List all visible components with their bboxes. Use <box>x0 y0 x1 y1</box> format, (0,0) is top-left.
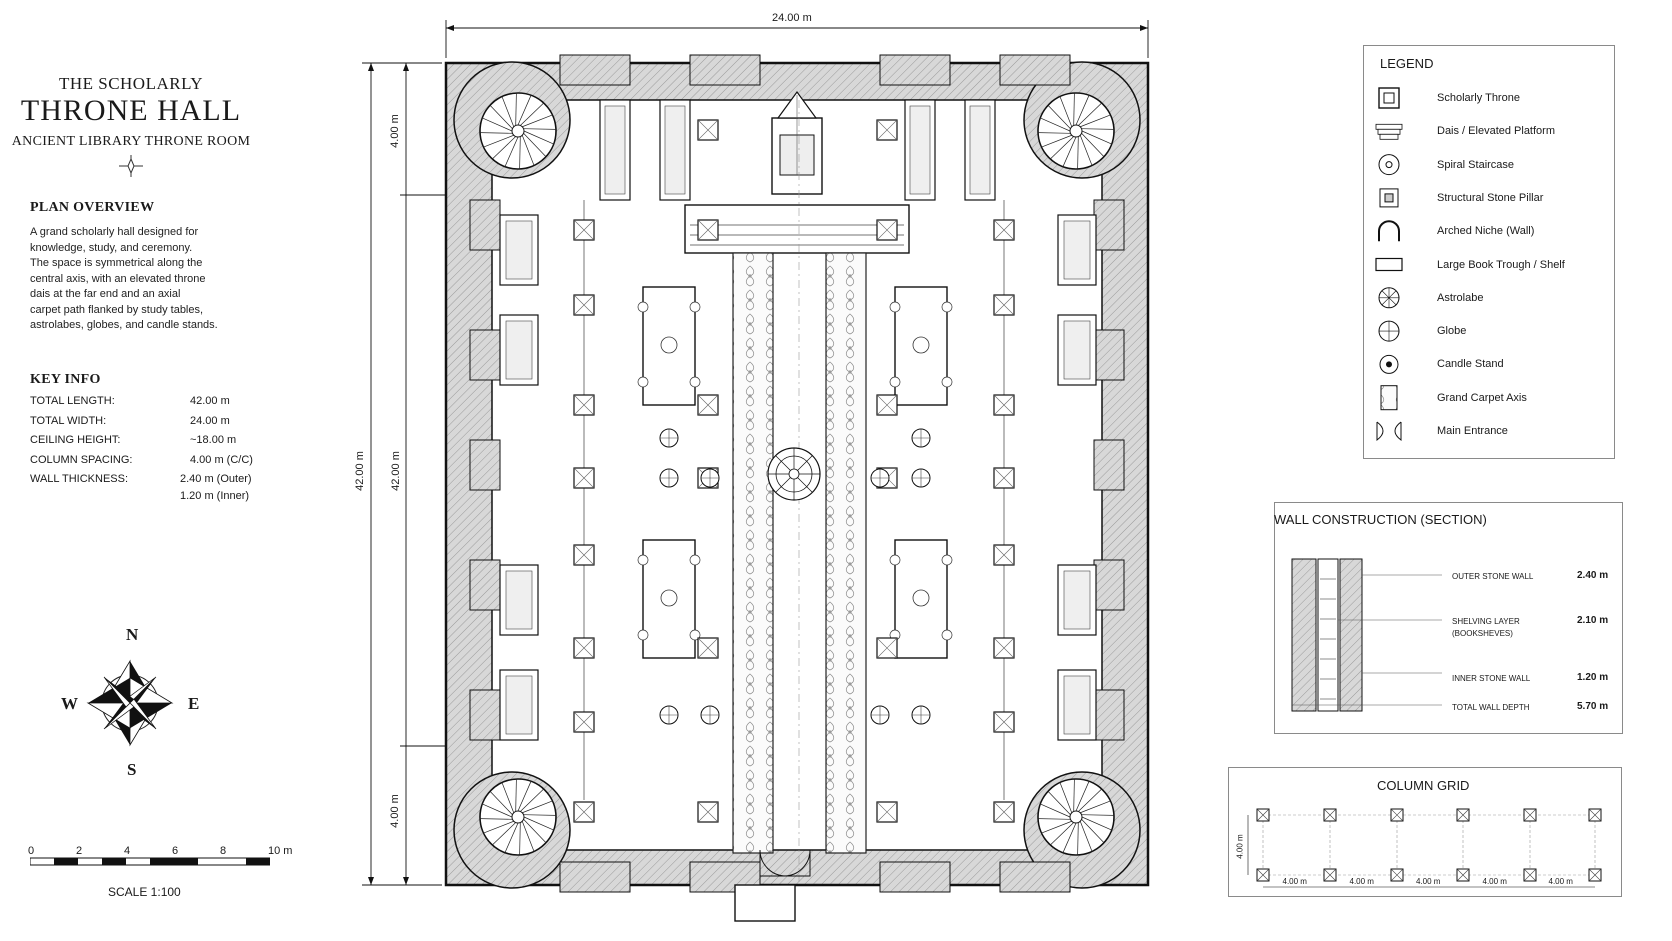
page-title: THRONE HALL <box>20 94 242 127</box>
wall-section-value: 1.20 m <box>1577 672 1609 683</box>
arched-niche-icon <box>1378 220 1400 242</box>
overview-line: central axis, with an elevated throne <box>30 272 206 285</box>
legend-item: Globe <box>1437 325 1467 338</box>
key-info-label: TOTAL WIDTH: <box>30 414 107 427</box>
legend-item: Arched Niche (Wall) <box>1437 225 1535 238</box>
subtitle: ANCIENT LIBRARY THRONE ROOM <box>11 134 251 149</box>
overview-line: knowledge, study, and ceremony. <box>30 241 193 254</box>
compass-north: N <box>126 625 139 644</box>
throne-icon <box>1378 87 1400 109</box>
overview-line: A grand scholarly hall designed for <box>30 226 199 238</box>
legend-item: Candle Stand <box>1437 358 1504 371</box>
overview-heading: PLAN OVERVIEW <box>30 200 155 215</box>
key-info-heading: KEY INFO <box>30 372 101 387</box>
dais-icon <box>1375 123 1403 140</box>
main-entrance <box>734 849 811 922</box>
book-shelf-icon <box>1375 257 1403 272</box>
wall-section-label: OUTER STONE WALL <box>1452 572 1534 581</box>
compass-rose-icon <box>86 659 174 747</box>
plan-width-dim: 24.00 m <box>772 12 812 24</box>
compass-south: S <box>127 760 137 779</box>
globe-icon <box>1378 320 1400 342</box>
legend-item: Spiral Staircase <box>1437 158 1515 171</box>
bottom-bay-dim: 4.00 m <box>388 794 401 828</box>
scale-bar <box>30 857 270 866</box>
plan-length-inner-dim: 42.00 m <box>389 451 402 491</box>
column-grid-title: COLUMN GRID <box>1377 778 1470 793</box>
key-info-value: 42.00 m <box>190 395 230 407</box>
key-info-value: 4.00 m (C/C) <box>190 453 253 466</box>
overview-line: carpet path flanked by study tables, <box>30 303 204 316</box>
scholarly-throne <box>771 90 823 195</box>
wall-section-value: 2.10 m <box>1577 615 1609 626</box>
key-info-value: 2.40 m (Outer) <box>180 473 252 485</box>
key-info-value: 1.20 m (Inner) <box>180 489 250 502</box>
key-info-label: TOTAL LENGTH: <box>30 395 115 407</box>
central-astrolabe <box>767 447 821 501</box>
legend-item: Scholarly Throne <box>1437 92 1520 104</box>
legend-item: Large Book Trough / Shelf <box>1437 258 1565 271</box>
overview-line: dais at the far end and an axial <box>30 288 181 300</box>
column-grid-vertical-dim: 4.00 m <box>1235 834 1245 859</box>
overview-line: astrolabes, globes, and candle stands. <box>30 319 218 331</box>
column-grid-spacing: 4.00 m <box>1349 877 1374 886</box>
wall-section-label: INNER STONE WALL <box>1452 674 1531 683</box>
overview-line: The space is symmetrical along the <box>30 257 203 269</box>
compass-west: W <box>61 694 78 713</box>
grand-carpet-left <box>732 252 774 854</box>
wall-section-label: TOTAL WALL DEPTH <box>1452 703 1530 712</box>
legend-title: LEGEND <box>1380 56 1434 71</box>
key-info-value: 24.00 m <box>190 414 230 427</box>
column-grid-drawing <box>1247 808 1602 888</box>
carpet-icon <box>1380 385 1398 411</box>
wall-section-title: WALL CONSTRUCTION (SECTION) <box>1274 512 1487 527</box>
scale-tick: 4 <box>124 845 131 857</box>
key-info-label: WALL THICKNESS: <box>30 473 129 485</box>
scale-tick: 10 m <box>268 845 293 857</box>
legend-item: Grand Carpet Axis <box>1437 391 1527 404</box>
ornament-icon <box>119 155 143 177</box>
top-bay-dim: 4.00 m <box>388 114 401 148</box>
grand-carpet-right <box>825 252 867 854</box>
spiral-staircase-icon <box>1378 154 1400 176</box>
wall-section-value: 2.40 m <box>1577 570 1609 581</box>
column-grid-spacing: 4.00 m <box>1282 877 1307 886</box>
legend-icons <box>1375 87 1403 442</box>
legend-item: Main Entrance <box>1437 425 1508 437</box>
legend-item: Structural Stone Pillar <box>1437 191 1544 204</box>
wall-section-label: SHELVING LAYER <box>1452 617 1520 626</box>
column-grid-panel <box>1228 767 1622 897</box>
wall-section-value: 5.70 m <box>1577 701 1609 712</box>
title-line-1: THE SCHOLARLY <box>58 74 204 93</box>
entrance-icon <box>1376 421 1402 442</box>
legend-item: Dais / Elevated Platform <box>1437 125 1555 138</box>
wall-section-label-2: (BOOKSHEVES) <box>1452 629 1513 638</box>
plan-length-outer-dim: 42.00 m <box>353 451 366 491</box>
legend-item: Astrolabe <box>1437 291 1484 304</box>
column-grid-spacing: 4.00 m <box>1416 877 1441 886</box>
compass-east: E <box>188 694 200 713</box>
scale-tick: 2 <box>76 845 83 857</box>
key-info-label: CEILING HEIGHT: <box>30 434 121 446</box>
scale-caption: SCALE 1:100 <box>108 885 181 899</box>
pillar-icon <box>1379 188 1399 208</box>
key-info-label: COLUMN SPACING: <box>30 453 133 466</box>
legend-panel <box>1363 45 1615 459</box>
key-info-value: ~18.00 m <box>190 434 237 446</box>
column-grid-spacing: 4.00 m <box>1482 877 1507 886</box>
astrolabe-icon <box>1378 287 1400 309</box>
wall-section-drawing <box>1291 558 1442 712</box>
column-grid-spacing: 4.00 m <box>1548 877 1573 886</box>
candle-stand-icon <box>1379 354 1399 374</box>
scale-tick: 8 <box>220 845 227 857</box>
scale-tick: 6 <box>172 845 179 857</box>
scale-tick: 0 <box>28 845 35 857</box>
